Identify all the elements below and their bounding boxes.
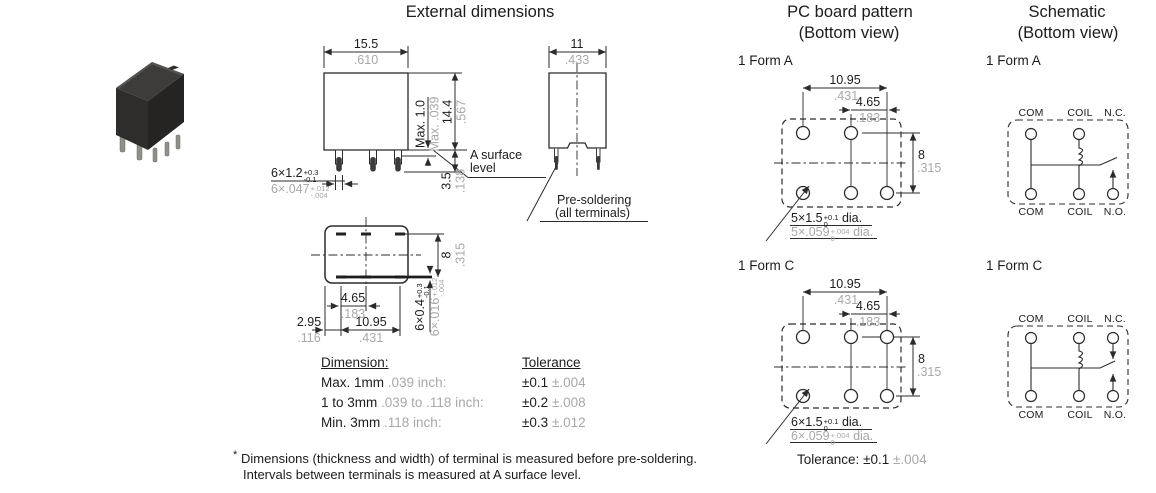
- dim-standoff-mm: 3.5: [439, 172, 454, 190]
- form-c-top-coil-label: COIL: [1067, 313, 1093, 325]
- table-row: Min. 3mm .118 inch:: [321, 415, 442, 430]
- dim-span-mm: 10.95: [355, 315, 387, 329]
- pcb-a-row-in: .315: [917, 161, 942, 175]
- table-row: Max. 1mm .039 inch:: [321, 375, 447, 390]
- pcb-c-pitch-mm: 4.65: [855, 299, 881, 313]
- a-surface-label-2: level: [470, 161, 496, 175]
- dim-pitch-in: .183: [340, 307, 366, 321]
- dim-row-mm: 8: [439, 251, 454, 259]
- pcb-form-c-label: 1 Form C: [738, 258, 795, 273]
- table-tolerance-header: Tolerance: [522, 355, 581, 370]
- dim-max-mm: Max. 1.0: [413, 100, 428, 148]
- presolder-label-2: (all terminals): [555, 206, 631, 220]
- form-a-top-com-label: COM: [1018, 107, 1044, 119]
- dim-width-mm: 15.5: [353, 37, 379, 51]
- dim-depth-in: .433: [564, 53, 590, 67]
- pcb-a-span-in: .431: [833, 89, 859, 103]
- footnote-star: *: [233, 449, 238, 461]
- pcb-c-span-in: .431: [833, 293, 859, 307]
- pcb-form-a-label: 1 Form A: [738, 53, 793, 68]
- dim-terminal-width-in: 6×.047+.012-.004: [271, 182, 330, 200]
- form-c-top-nc-label: N.C.: [1104, 313, 1126, 325]
- dim-depth-mm: 11: [570, 37, 584, 51]
- pcb-a-pitch-mm: 4.65: [855, 95, 881, 109]
- pcb-c-pitch-in: .183: [855, 315, 881, 329]
- pcb-a-row-mm: 8: [918, 148, 925, 162]
- table-row-tolerance: ±0.2 ±.008: [522, 395, 586, 410]
- pcb-c-row-mm: 8: [918, 352, 925, 366]
- footnote-line2: Intervals between terminals is measured …: [243, 467, 582, 482]
- schematic-subtitle: (Bottom view): [1017, 24, 1119, 42]
- form-a-top-coil-label: COIL: [1067, 107, 1093, 119]
- form-a-bottom-com-label: COM: [1018, 206, 1044, 218]
- form-c-bottom-com-label: COM: [1018, 409, 1044, 421]
- footnote-line1: Dimensions (thickness and width) of term…: [241, 451, 697, 466]
- form-a-top-nc-label: N.C.: [1104, 107, 1126, 119]
- table-row-tolerance: ±0.3 ±.012: [522, 415, 586, 430]
- form-c-bottom-coil-label: COIL: [1067, 409, 1093, 421]
- dim-height-in: .567: [454, 99, 469, 125]
- dim-width-in: .610: [353, 53, 379, 67]
- table-row-tolerance: ±0.1 ±.004: [522, 375, 586, 390]
- a-surface-label-1: A surface: [470, 148, 523, 162]
- form-a-bottom-no-label: N.O.: [1103, 206, 1127, 218]
- dim-height-mm: 14.4: [440, 99, 455, 125]
- form-c-top-com-label: COM: [1018, 313, 1044, 325]
- pcb-pattern-subtitle: (Bottom view): [798, 24, 900, 42]
- pcb-a-span-mm: 10.95: [829, 73, 861, 87]
- dim-pitch-mm: 4.65: [340, 291, 366, 305]
- dim-span-in: .431: [358, 331, 384, 345]
- external-dimensions-title: External dimensions: [405, 3, 555, 21]
- presolder-label-1: Pre-soldering: [557, 193, 632, 207]
- schematic-title: Schematic: [1028, 3, 1106, 21]
- schematic-form-a-label: 1 Form A: [986, 53, 1041, 68]
- dim-standoff-in: .138: [453, 168, 468, 194]
- dim-edge-mm: 2.95: [296, 315, 322, 329]
- form-c-bottom-no-label: N.O.: [1103, 409, 1127, 421]
- dim-row-in: .315: [453, 242, 468, 268]
- table-row: 1 to 3mm .039 to .118 inch:: [321, 395, 484, 410]
- pcb-c-span-mm: 10.95: [829, 277, 861, 291]
- dim-terminal-width-mm: 6×1.2+0.3-0.1: [271, 166, 319, 184]
- schematic-form-c-label: 1 Form C: [986, 258, 1043, 273]
- dim-terminal-thick-in: 6×.016+.012-.004: [428, 277, 446, 337]
- table-dimension-header: Dimension:: [321, 355, 389, 370]
- pcb-pattern-title: PC board pattern: [787, 3, 913, 21]
- dim-edge-in: .116: [297, 331, 321, 345]
- pcb-a-pitch-in: .183: [855, 111, 881, 125]
- pcb-c-row-in: .315: [917, 365, 942, 379]
- form-a-bottom-coil-label: COIL: [1067, 206, 1093, 218]
- pcb-tolerance-note: Tolerance: ±0.1 ±.004: [797, 452, 927, 467]
- relay-photo: [116, 62, 184, 163]
